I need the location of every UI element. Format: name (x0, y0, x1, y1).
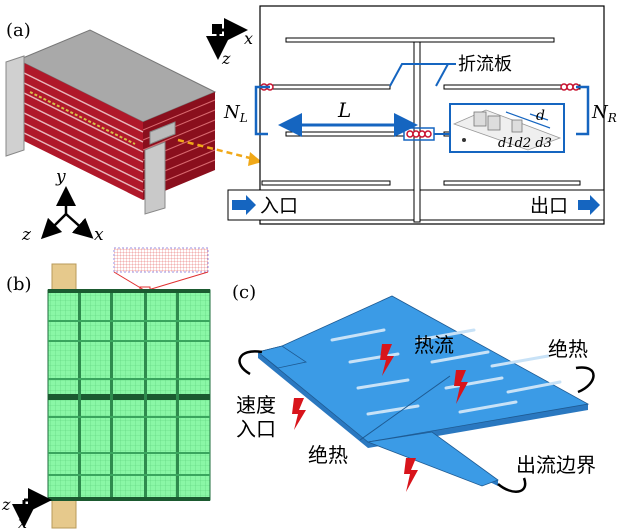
schematic-z-label: z (221, 49, 231, 68)
detail-inset: d d1d2 d3 (434, 103, 565, 153)
outlet-indicator: 出口 (419, 189, 605, 221)
velocity-inlet-label-2: 入口 (236, 417, 276, 441)
channel-schematic: x z 折流板 NL (206, 5, 617, 225)
outflow-boundary-label: 出流边界 (516, 453, 596, 477)
panel-a: (a) (5, 5, 617, 245)
inlet-label: 入口 (260, 195, 298, 217)
heat-flow-label: 热流 (414, 333, 454, 357)
panel-b-label: (b) (6, 274, 32, 295)
length-label: L (337, 98, 351, 122)
n-left-label: NL (223, 102, 248, 125)
panel-a-label: (a) (6, 20, 31, 41)
panel-b-z-label: z (1, 495, 11, 514)
outlet-label: 出口 (530, 195, 568, 217)
axes-zx-icon: z x (1, 488, 52, 531)
schematic-x-label: x (244, 29, 253, 48)
mesh-domain (47, 289, 211, 501)
zoom-arrow (177, 138, 259, 162)
heat-bolt-3 (292, 398, 306, 430)
velocity-inlet-label-1: 速度 (236, 393, 276, 417)
panel-c: (c) (232, 282, 596, 493)
axis-y-label: y (55, 167, 66, 187)
axis-z-label: z (21, 225, 32, 245)
cold-plate (257, 295, 590, 487)
n-right-label: NR (591, 102, 617, 125)
inlet-indicator: 入口 (227, 189, 415, 221)
panel-b: (b) (1, 247, 211, 531)
insulation-bottom-label: 绝热 (308, 443, 348, 467)
leader-curves (238, 350, 595, 493)
baffle-label: 折流板 (458, 54, 512, 75)
panel-c-label: (c) (232, 282, 256, 303)
battery-module-illustration (5, 29, 217, 215)
heat-bolt-4 (404, 458, 418, 492)
axes-xyz-icon: y z x (21, 167, 104, 245)
insulation-top-label: 绝热 (548, 337, 588, 361)
detail-d123-label: d1d2 d3 (498, 136, 552, 151)
detail-d-label: d (536, 108, 545, 124)
heat-bolt-2 (454, 370, 468, 404)
axis-x-label: x (94, 225, 104, 245)
mesh-zoom-inset (113, 247, 209, 293)
panel-b-x-label: x (18, 513, 27, 531)
heat-flux-icons (292, 344, 468, 492)
heat-bolt-1 (380, 344, 394, 376)
